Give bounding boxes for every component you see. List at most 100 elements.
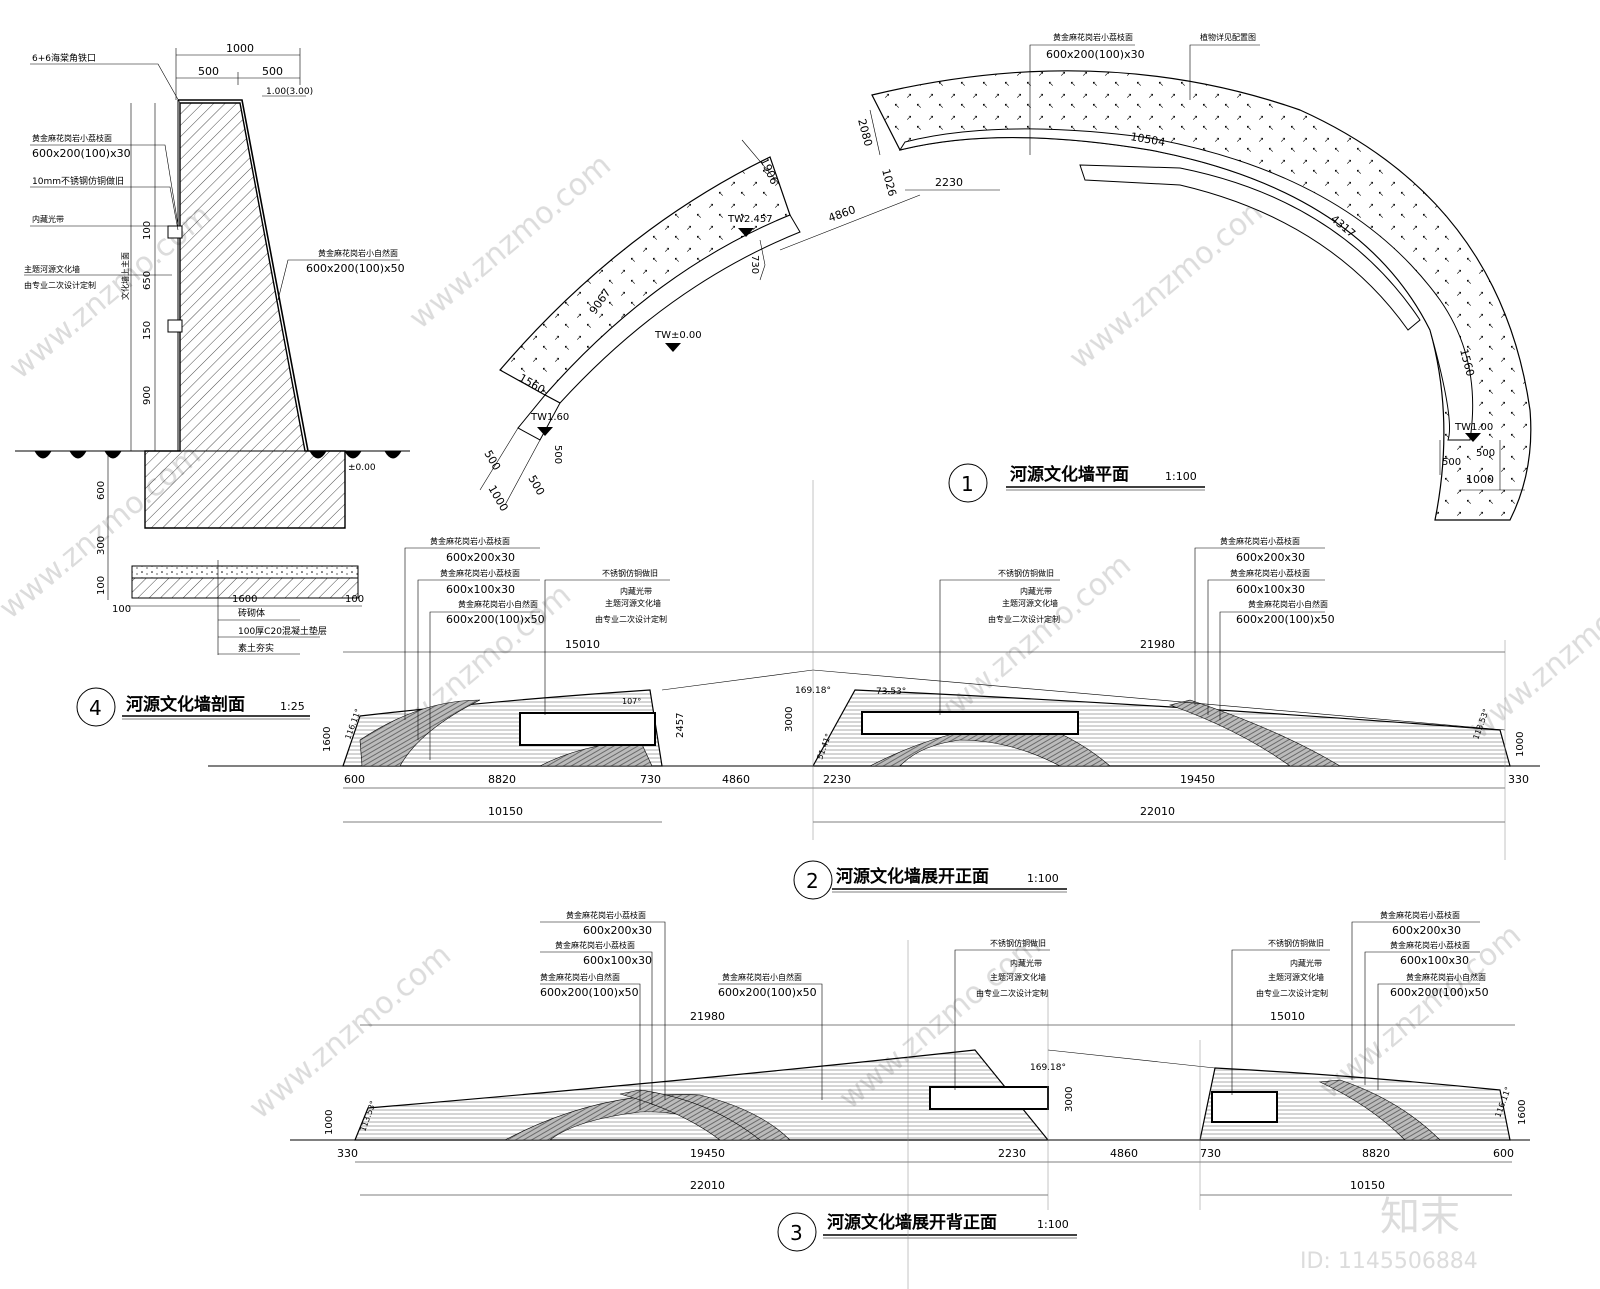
svg-text:730: 730 xyxy=(1200,1147,1221,1160)
svg-text:500: 500 xyxy=(1442,457,1461,468)
svg-text:600x200(100)x50: 600x200(100)x50 xyxy=(306,262,405,275)
front-number: 2 xyxy=(806,869,819,893)
svg-text:900: 900 xyxy=(142,386,153,405)
svg-text:107°: 107° xyxy=(622,697,641,706)
back-left-panel xyxy=(929,1086,1049,1110)
svg-text:黄金麻花岗岩小荔枝面: 黄金麻花岗岩小荔枝面 xyxy=(440,568,520,578)
svg-text:砖砌体: 砖砌体 xyxy=(238,607,265,619)
svg-text:600x200(100)x50: 600x200(100)x50 xyxy=(718,986,817,999)
svg-text:不锈钢仿铜做旧: 不锈钢仿铜做旧 xyxy=(602,568,658,578)
svg-text:2230: 2230 xyxy=(935,176,963,189)
front-left-panel xyxy=(519,712,656,746)
svg-text:1600: 1600 xyxy=(1517,1100,1528,1125)
svg-text:黄金麻花岗岩小荔枝面: 黄金麻花岗岩小荔枝面 xyxy=(1053,32,1133,42)
front-elevation: 15010 21980 600 8820 730 4860 2230 19450… xyxy=(208,536,1540,900)
front-title: 河源文化墙展开正面 xyxy=(836,866,989,887)
svg-text:主题河源文化墙: 主题河源文化墙 xyxy=(605,598,661,608)
svg-text:600x200(100)x50: 600x200(100)x50 xyxy=(446,613,545,626)
svg-text:黄金麻花岗岩小荔枝面: 黄金麻花岗岩小荔枝面 xyxy=(1380,910,1460,920)
svg-text:10504: 10504 xyxy=(1129,130,1166,149)
svg-text:500: 500 xyxy=(481,448,503,473)
svg-text:2230: 2230 xyxy=(823,773,851,786)
svg-text:由专业二次设计定制: 由专业二次设计定制 xyxy=(976,988,1048,998)
svg-text:600x100x30: 600x100x30 xyxy=(446,583,515,596)
svg-text:730: 730 xyxy=(640,773,661,786)
svg-text:主题河源文化墙: 主题河源文化墙 xyxy=(990,972,1046,982)
svg-text:黄金麻花岗岩小自然面: 黄金麻花岗岩小自然面 xyxy=(722,972,802,982)
svg-text:3000: 3000 xyxy=(1064,1087,1075,1112)
svg-text:3000: 3000 xyxy=(784,707,795,732)
svg-text:黄金麻花岗岩小荔枝面: 黄金麻花岗岩小荔枝面 xyxy=(1390,940,1470,950)
svg-text:10mm不锈钢仿铜做旧: 10mm不锈钢仿铜做旧 xyxy=(32,175,124,187)
svg-text:4860: 4860 xyxy=(722,773,750,786)
front-left-wall xyxy=(342,689,663,767)
front-right-panel xyxy=(861,711,1079,735)
svg-text:1000: 1000 xyxy=(485,483,510,514)
svg-text:植物详见配置图: 植物详见配置图 xyxy=(1200,32,1256,42)
svg-text:19450: 19450 xyxy=(1180,773,1215,786)
watermark-logo: 知末 xyxy=(1380,1194,1460,1240)
svg-text:600x200x30: 600x200x30 xyxy=(1392,924,1461,937)
svg-text:1:25: 1:25 xyxy=(280,700,305,713)
soil-layer xyxy=(131,577,359,599)
svg-text:22010: 22010 xyxy=(690,1179,725,1192)
svg-text:不锈钢仿铜做旧: 不锈钢仿铜做旧 xyxy=(998,568,1054,578)
svg-text:黄金麻花岗岩小荔枝面: 黄金麻花岗岩小荔枝面 xyxy=(555,940,635,950)
svg-text:100厚C20混凝土垫层: 100厚C20混凝土垫层 xyxy=(238,625,327,637)
svg-text:100: 100 xyxy=(142,221,153,240)
svg-text:内藏光带: 内藏光带 xyxy=(1020,586,1052,596)
svg-text:1600: 1600 xyxy=(232,594,257,605)
svg-text:330: 330 xyxy=(337,1147,358,1160)
svg-text:100: 100 xyxy=(96,576,107,595)
svg-text:650: 650 xyxy=(142,271,153,290)
watermark-text: www.znzmo.com xyxy=(243,938,458,1127)
back-right-panel xyxy=(1211,1091,1278,1123)
svg-text:黄金麻花岗岩小自然面: 黄金麻花岗岩小自然面 xyxy=(540,972,620,982)
svg-text:内藏光带: 内藏光带 xyxy=(620,586,652,596)
svg-text:内藏光带: 内藏光带 xyxy=(1010,958,1042,968)
level-tw100: TW1.00 xyxy=(1454,422,1493,433)
svg-text:1:100: 1:100 xyxy=(1037,1218,1069,1231)
coping-line xyxy=(178,99,309,452)
svg-text:黄金麻花岗岩小自然面: 黄金麻花岗岩小自然面 xyxy=(318,248,398,258)
svg-text:2457: 2457 xyxy=(675,713,686,738)
svg-text:500: 500 xyxy=(525,473,547,498)
svg-text:21980: 21980 xyxy=(690,1010,725,1023)
svg-text:600x200x30: 600x200x30 xyxy=(1236,551,1305,564)
svg-text:内藏光带: 内藏光带 xyxy=(32,214,64,224)
svg-text:1:100: 1:100 xyxy=(1165,470,1197,483)
svg-text:不锈钢仿铜做旧: 不锈钢仿铜做旧 xyxy=(990,938,1046,948)
dim-1000: 1000 xyxy=(226,42,254,55)
plan-right-wall xyxy=(898,128,1474,441)
svg-text:不锈钢仿铜做旧: 不锈钢仿铜做旧 xyxy=(1268,938,1324,948)
svg-text:黄金麻花岗岩小自然面: 黄金麻花岗岩小自然面 xyxy=(1406,972,1486,982)
svg-text:600x100x30: 600x100x30 xyxy=(1400,954,1469,967)
svg-text:由专业二次设计定制: 由专业二次设计定制 xyxy=(988,614,1060,624)
back-left-wall xyxy=(354,1049,1050,1141)
back-number: 3 xyxy=(790,1221,803,1245)
svg-text:1000: 1000 xyxy=(1515,732,1526,757)
plan-number: 1 xyxy=(961,472,974,496)
svg-text:黄金麻花岗岩小荔枝面: 黄金麻花岗岩小荔枝面 xyxy=(430,536,510,546)
svg-text:文化墙上主面: 文化墙上主面 xyxy=(120,252,130,300)
svg-text:600x200(100)x50: 600x200(100)x50 xyxy=(1390,986,1489,999)
svg-text:600: 600 xyxy=(344,773,365,786)
svg-text:300: 300 xyxy=(96,536,107,555)
wall-section-hatch xyxy=(144,102,346,529)
svg-text:8820: 8820 xyxy=(488,773,516,786)
svg-text:600: 600 xyxy=(1493,1147,1514,1160)
svg-text:19450: 19450 xyxy=(690,1147,725,1160)
label-coping: 6+6海棠角铁口 xyxy=(32,52,96,64)
svg-text:2080: 2080 xyxy=(855,117,875,147)
svg-text:600x100x30: 600x100x30 xyxy=(1236,583,1305,596)
svg-text:730: 730 xyxy=(749,255,760,274)
light-band-upper xyxy=(167,225,183,239)
svg-text:8820: 8820 xyxy=(1362,1147,1390,1160)
svg-text:10150: 10150 xyxy=(488,805,523,818)
svg-text:500: 500 xyxy=(552,445,563,464)
svg-text:600x200x30: 600x200x30 xyxy=(583,924,652,937)
svg-text:500: 500 xyxy=(198,65,219,78)
svg-text:600: 600 xyxy=(96,481,107,500)
plan-drawing: 1906 730 4860 2080 1026 2230 9067 1560 1… xyxy=(479,32,1532,521)
